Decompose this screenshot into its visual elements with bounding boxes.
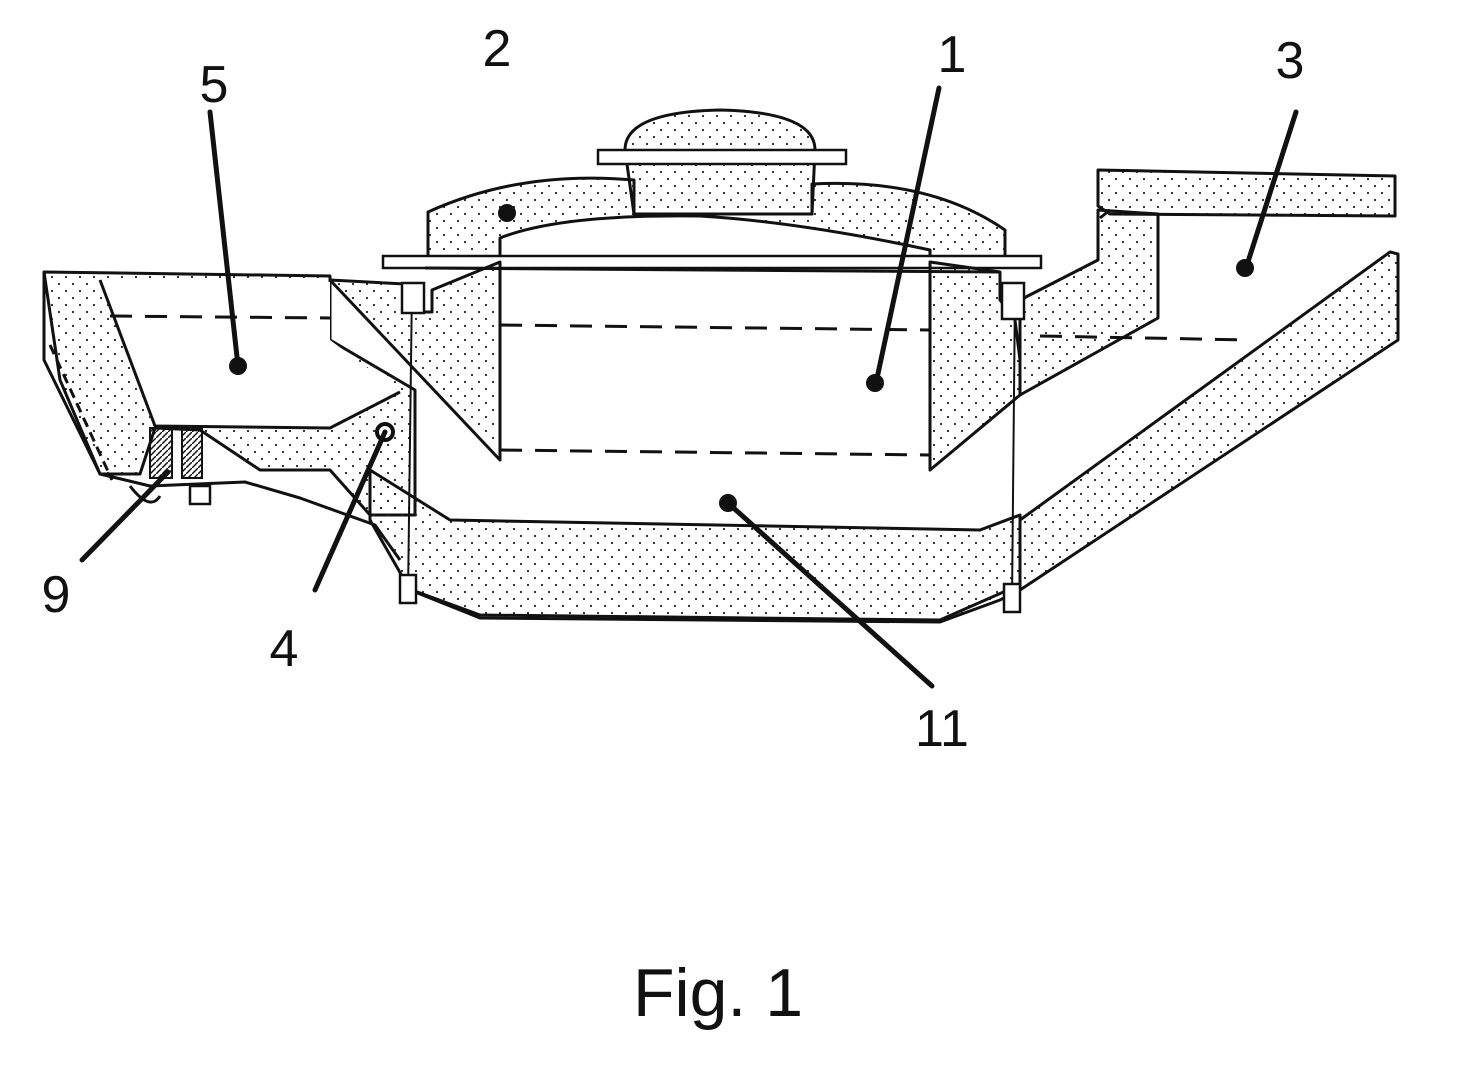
label-3: 3 [1276, 32, 1305, 90]
label-4: 4 [270, 620, 299, 678]
inner-vessel-walls [328, 260, 1022, 472]
figure-caption: Fig. 1 [633, 955, 803, 1031]
tie-rods [398, 281, 1026, 614]
label-11: 11 [915, 700, 969, 758]
bottom-chamber [368, 468, 1022, 624]
right-chamber [1018, 168, 1400, 592]
label-1: 1 [938, 26, 967, 84]
label-5: 5 [200, 56, 229, 114]
left-chamber [42, 270, 417, 561]
label-9: 9 [42, 566, 71, 624]
top-flange [381, 254, 1043, 274]
leader-lines [79, 85, 1299, 689]
label-2: 2 [483, 20, 512, 78]
marker-dot-2 [498, 204, 516, 222]
lid-cover [426, 108, 1007, 264]
